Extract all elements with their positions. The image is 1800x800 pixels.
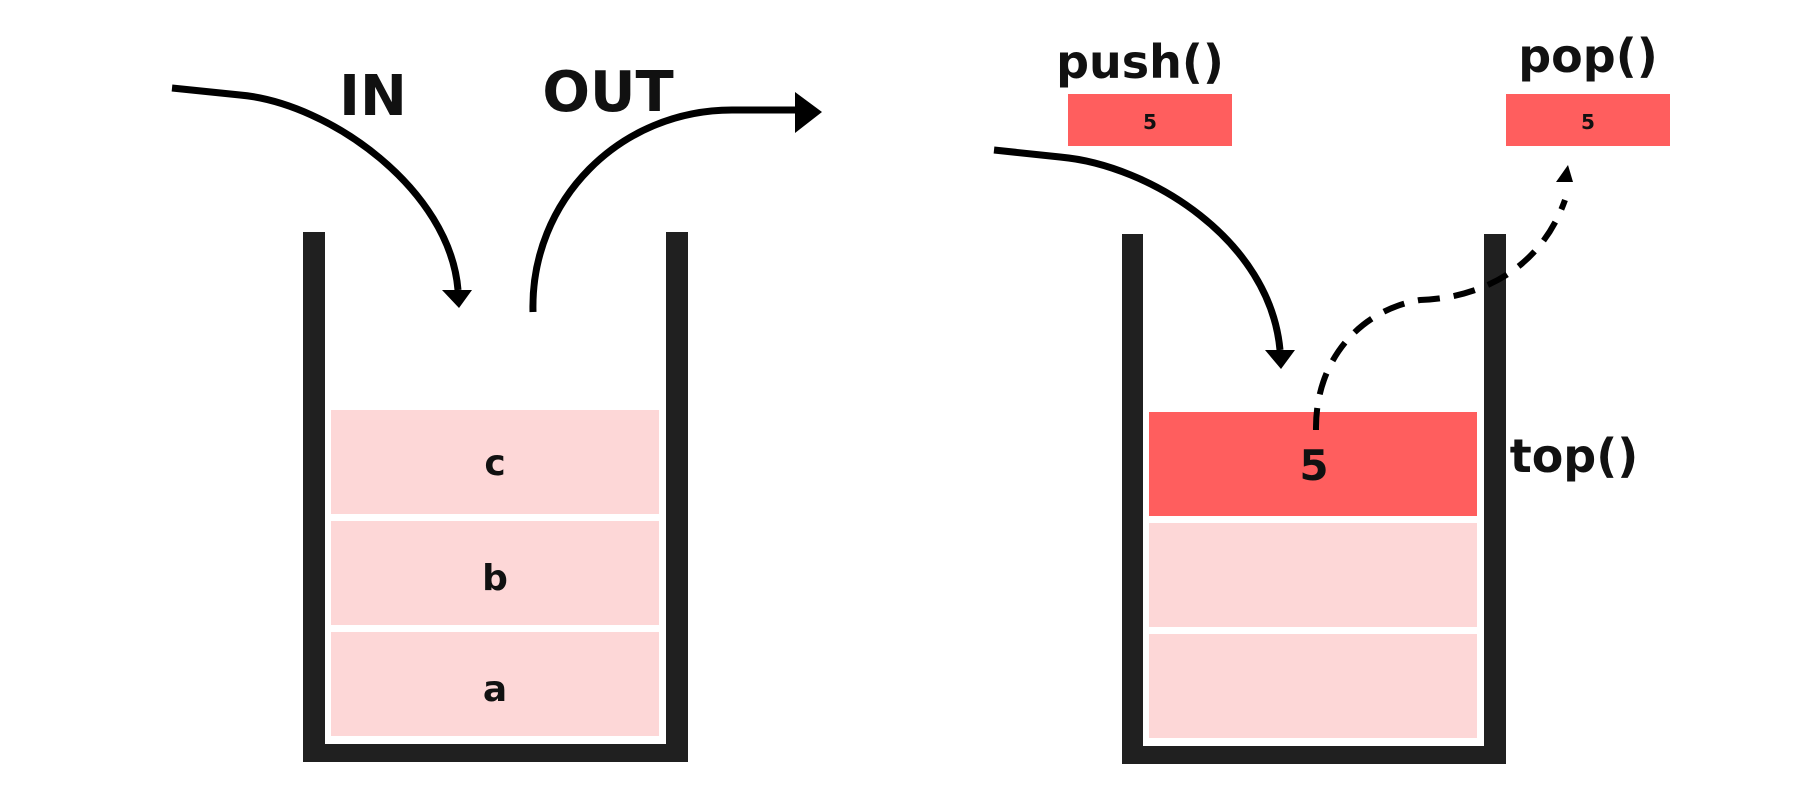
out-label: OUT xyxy=(542,60,673,125)
right-stack-cell xyxy=(1149,634,1477,738)
in-arrow xyxy=(171,84,462,291)
pop-arrowhead xyxy=(1556,165,1573,182)
pop-box xyxy=(1506,94,1670,146)
right-stack: 5 push() 5 pop() 5 top() xyxy=(993,29,1670,764)
right-stack-wall-right xyxy=(1484,234,1506,764)
pop-label: pop() xyxy=(1518,29,1658,83)
top-label: top() xyxy=(1510,429,1639,483)
pop-box-value: 5 xyxy=(1581,110,1595,134)
left-stack-cell-b xyxy=(331,521,659,625)
right-stack-cell xyxy=(1149,523,1477,627)
out-arrowhead xyxy=(795,92,822,133)
out-arrow xyxy=(529,106,800,313)
left-stack-wall-right xyxy=(666,232,688,762)
left-stack-item-label: c xyxy=(484,443,505,484)
push-label: push() xyxy=(1056,35,1224,89)
left-stack-wall-left xyxy=(303,232,325,762)
top-cell-value: 5 xyxy=(1299,441,1328,490)
left-stack-item-label: a xyxy=(483,669,507,710)
left-stack-cell-c xyxy=(331,410,659,514)
in-arrowhead xyxy=(442,290,472,308)
pop-dashed-arrow xyxy=(1312,198,1568,431)
right-stack-wall-left xyxy=(1122,234,1143,764)
left-stack-floor xyxy=(303,744,688,762)
push-arrowhead xyxy=(1265,350,1295,369)
push-arrow xyxy=(993,146,1284,351)
left-stack-item-label: b xyxy=(482,558,508,599)
left-stack: c b a IN OUT xyxy=(171,60,822,762)
push-box xyxy=(1068,94,1232,146)
left-stack-cell-a xyxy=(331,632,659,736)
push-box-value: 5 xyxy=(1143,110,1157,134)
in-label: IN xyxy=(339,64,407,129)
right-stack-floor xyxy=(1122,746,1506,764)
